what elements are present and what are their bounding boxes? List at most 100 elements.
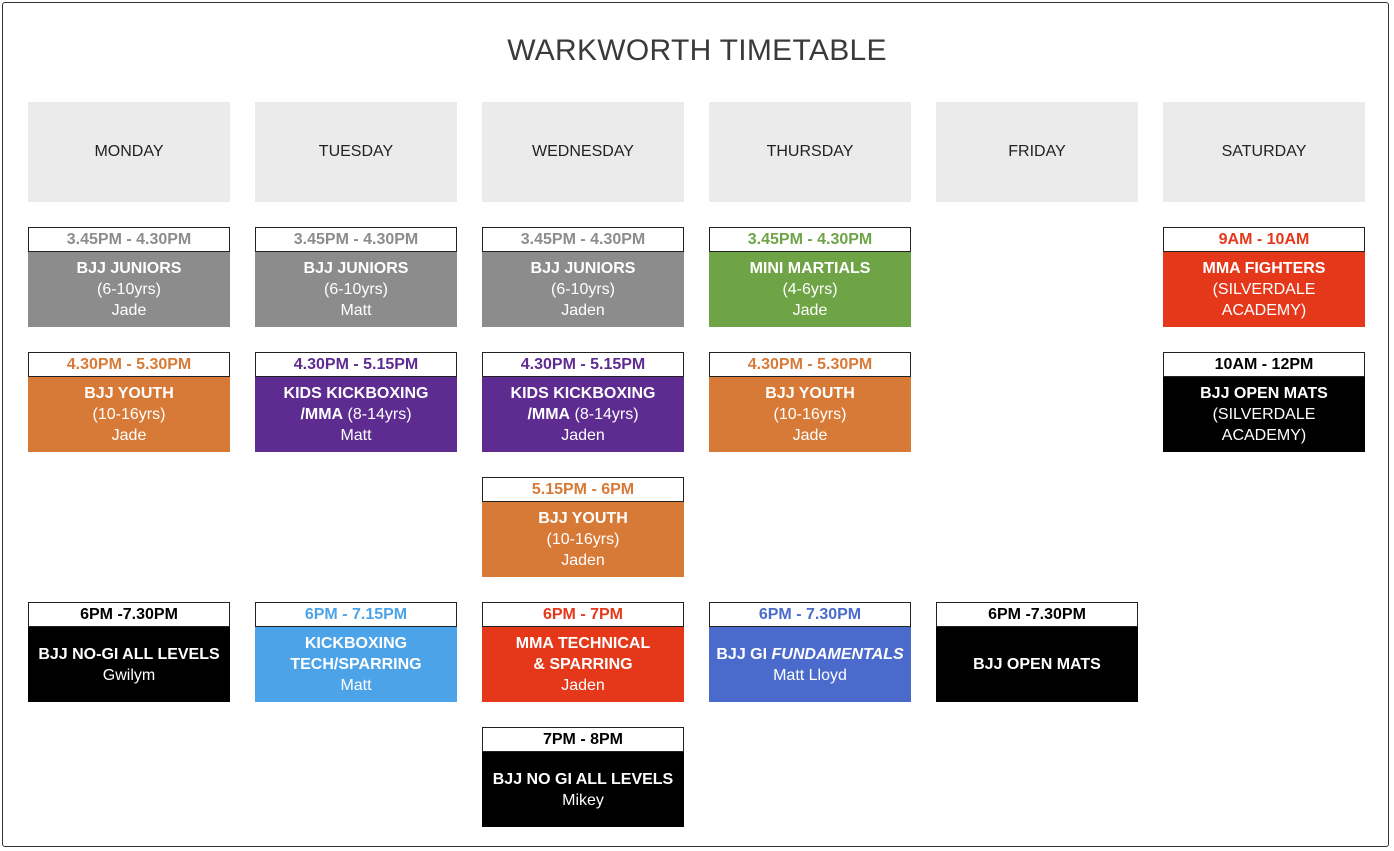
class-text: MMA TECHNICAL xyxy=(515,635,651,652)
class-text: BJJ JUNIORS xyxy=(530,260,636,277)
class-time: 4.30PM - 5.30PM xyxy=(28,352,230,377)
class-line: KIDS KICKBOXING xyxy=(511,383,656,404)
class-text: Jaden xyxy=(561,552,605,569)
class-time: 4.30PM - 5.15PM xyxy=(255,352,457,377)
class-card[interactable]: 4.30PM - 5.15PM KIDS KICKBOXING/MMA (8-14… xyxy=(482,352,684,452)
class-line: BJJ YOUTH xyxy=(765,383,855,404)
class-line: (10-16yrs) xyxy=(547,529,620,550)
class-line: MINI MARTIALS xyxy=(750,258,871,279)
class-text: ACADEMY) xyxy=(1221,427,1307,444)
class-body: MINI MARTIALS (4-6yrs) Jade xyxy=(709,252,911,327)
class-text: BJJ YOUTH xyxy=(765,385,855,402)
class-line: (6-10yrs) xyxy=(324,279,388,300)
class-line: (6-10yrs) xyxy=(551,279,615,300)
class-body: MMA FIGHTERS (SILVERDALE ACADEMY) xyxy=(1163,252,1365,327)
class-line: Jaden xyxy=(561,675,605,696)
class-time: 6PM - 7.30PM xyxy=(709,602,911,627)
class-time: 3.45PM - 4.30PM xyxy=(482,227,684,252)
class-time: 4.30PM - 5.30PM xyxy=(709,352,911,377)
class-line: Matt xyxy=(340,675,371,696)
class-text: (SILVERDALE xyxy=(1212,406,1316,423)
class-line: TECH/SPARRING xyxy=(290,654,421,675)
class-time: 7PM - 8PM xyxy=(482,727,684,752)
class-text: BJJ YOUTH xyxy=(84,385,174,402)
class-text: Jade xyxy=(111,302,147,319)
class-card[interactable]: 9AM - 10AM MMA FIGHTERS (SILVERDALE ACADEMY… xyxy=(1163,227,1365,327)
class-text: (6-10yrs) xyxy=(323,281,388,298)
class-text: MINI MARTIALS xyxy=(749,260,871,277)
class-text: Jaden xyxy=(561,427,605,444)
class-text: Gwilym xyxy=(102,666,156,684)
class-card[interactable]: 5.15PM - 6PM BJJ YOUTH(10-16yrs) Jaden xyxy=(482,477,684,577)
class-card[interactable]: 4.30PM - 5.30PM BJJ YOUTH (10-16yrs) Jade xyxy=(709,352,911,452)
class-text: Mikey xyxy=(562,791,604,809)
class-text: (6-10yrs) xyxy=(550,281,615,298)
class-time: 3.45PM - 4.30PM xyxy=(28,227,230,252)
class-text: Jade xyxy=(792,427,828,444)
class-line: Matt Lloyd xyxy=(773,665,847,686)
class-text: Jade xyxy=(111,427,147,444)
class-time: 3.45PM - 4.30PM xyxy=(255,227,457,252)
class-line: (4-6yrs) xyxy=(782,279,837,300)
class-card[interactable]: 4.30PM - 5.30PM BJJ YOUTH (10-16yrs) Jade xyxy=(28,352,230,452)
class-text: BJJ NO-GI ALL LEVELS xyxy=(38,645,220,663)
class-line: & SPARRING xyxy=(533,654,632,675)
class-text: (4-6yrs) xyxy=(782,281,838,298)
class-line: Jade xyxy=(793,300,828,321)
class-text: FUNDAMENTALS xyxy=(771,645,904,663)
class-body: BJJ JUNIORS (6-10yrs) Jade xyxy=(28,252,230,327)
class-line: (6-10yrs) xyxy=(97,279,161,300)
class-card[interactable]: 3.45PM - 4.30PM BJJ JUNIORS (6-10yrs) Jaden xyxy=(482,227,684,327)
class-time: 10AM - 12PM xyxy=(1163,352,1365,377)
class-line: Jade xyxy=(793,425,828,446)
class-text: BJJ JUNIORS xyxy=(303,260,409,277)
class-line: KIDS KICKBOXING xyxy=(284,383,429,404)
class-time: 6PM - 7.15PM xyxy=(255,602,457,627)
class-time: 5.15PM - 6PM xyxy=(482,477,684,502)
class-line: Jaden xyxy=(561,425,605,446)
class-line: Jaden xyxy=(561,550,605,571)
class-body: BJJ JUNIORS (6-10yrs) Matt xyxy=(255,252,457,327)
class-text: (6-10yrs) xyxy=(96,281,161,298)
class-card[interactable]: 6PM - 7.30PM BJJ GI FUNDAMENTALS Matt Lloy… xyxy=(709,602,911,702)
class-text: TECH/SPARRING xyxy=(290,656,422,673)
class-text: /MMA xyxy=(300,406,344,423)
class-text: Jaden xyxy=(561,302,605,319)
class-text: /MMA xyxy=(527,406,571,423)
class-body: BJJ NO-GI ALL LEVELS Gwilym xyxy=(28,627,230,702)
day-header-saturday: SATURDAY xyxy=(1163,102,1365,202)
class-text: Jade xyxy=(792,302,828,319)
class-line: BJJ YOUTH xyxy=(84,383,174,404)
class-text: (8-14yrs) xyxy=(570,406,639,423)
class-line: BJJ YOUTH xyxy=(538,508,628,529)
class-text: BJJ JUNIORS xyxy=(76,260,182,277)
class-text: (SILVERDALE xyxy=(1212,281,1316,298)
class-text: Matt xyxy=(340,677,372,694)
class-text: (10-16yrs) xyxy=(773,406,847,423)
class-line: ACADEMY) xyxy=(1222,300,1306,321)
class-time: 4.30PM - 5.15PM xyxy=(482,352,684,377)
class-line: /MMA (8-14yrs) xyxy=(527,404,638,425)
class-line: MMA FIGHTERS xyxy=(1203,258,1326,279)
class-line: (10-16yrs) xyxy=(93,404,166,425)
class-text: Jaden xyxy=(561,677,605,694)
class-card[interactable]: 3.45PM - 4.30PM BJJ JUNIORS (6-10yrs) Jade xyxy=(28,227,230,327)
class-body: KIDS KICKBOXING/MMA (8-14yrs)Matt xyxy=(255,377,457,452)
class-text: BJJ GI xyxy=(716,645,772,663)
class-card[interactable]: 3.45PM - 4.30PM BJJ JUNIORS (6-10yrs) Matt xyxy=(255,227,457,327)
class-line: Matt xyxy=(340,300,371,321)
class-text: (10-16yrs) xyxy=(92,406,166,423)
class-time: 9AM - 10AM xyxy=(1163,227,1365,252)
class-line: BJJ NO-GI ALL LEVELS xyxy=(38,644,219,665)
class-line: BJJ JUNIORS xyxy=(77,258,182,279)
class-text: ACADEMY) xyxy=(1221,302,1307,319)
